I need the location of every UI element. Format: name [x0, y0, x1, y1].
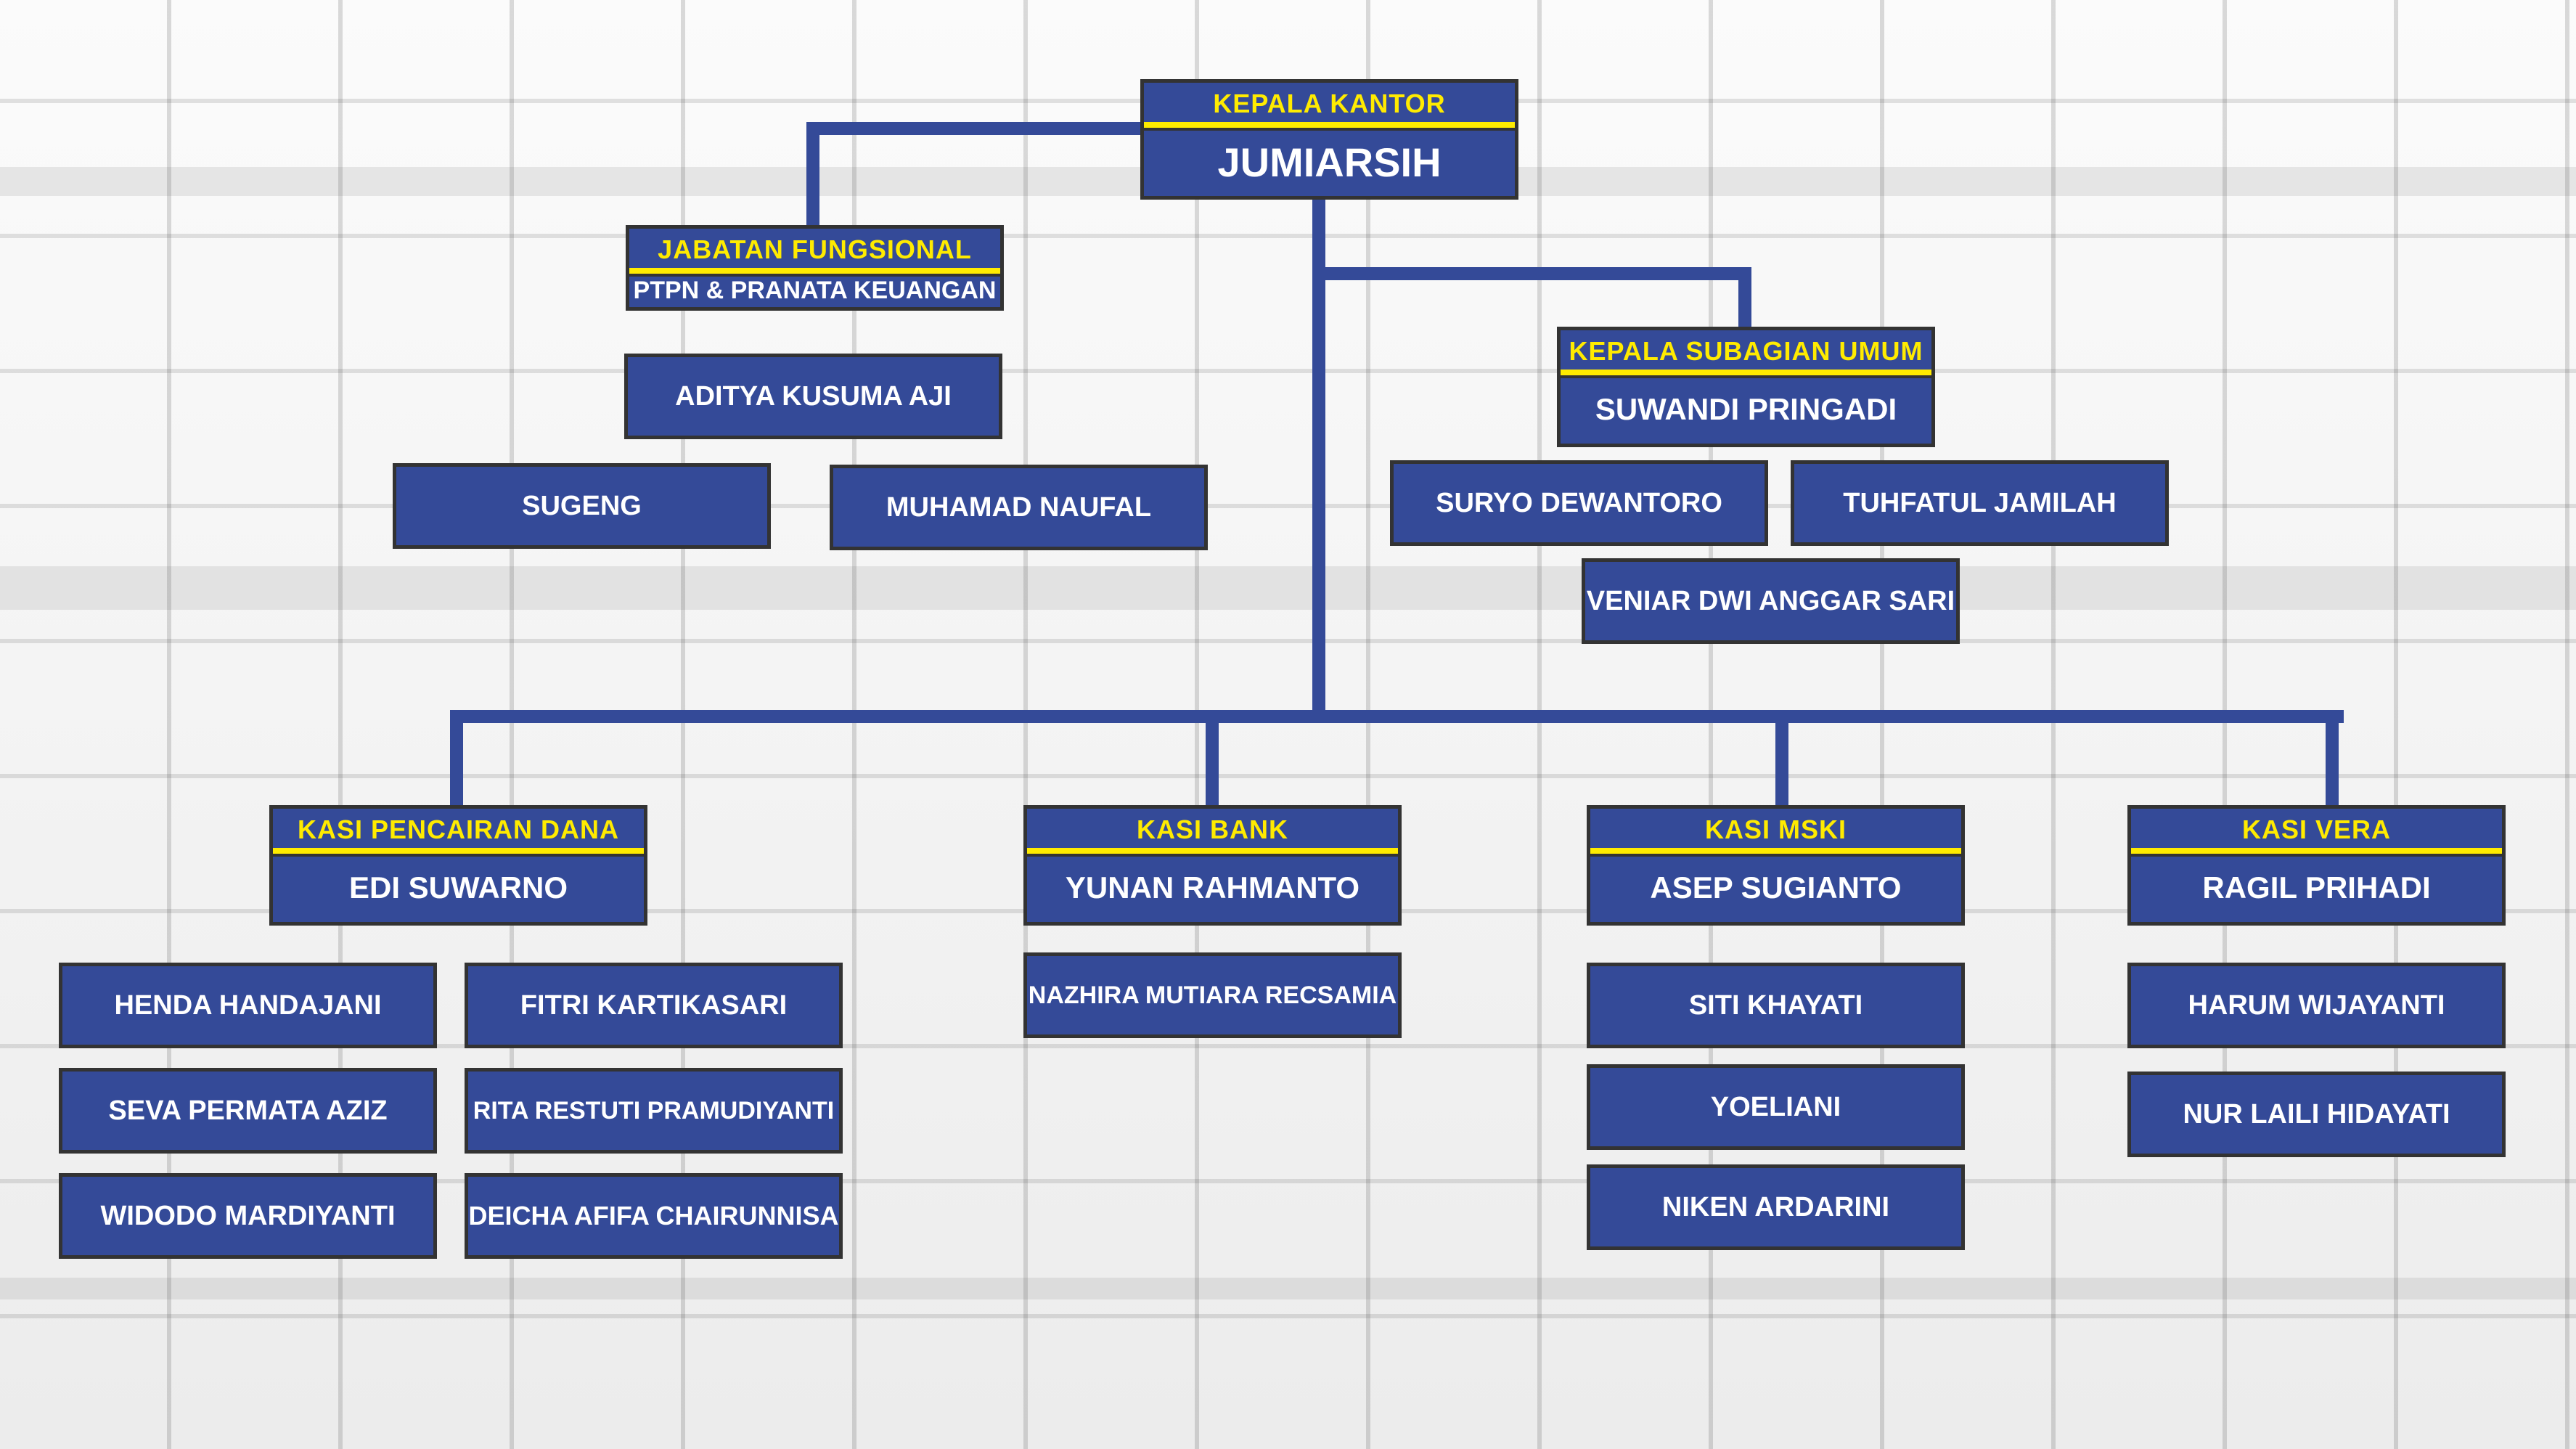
section-box-bank: KASI BANK YUNAN RAHMANTO: [1023, 805, 1402, 926]
staff-box: HENDA HANDAJANI: [59, 963, 437, 1048]
staff-box: TUHFATUL JAMILAH: [1791, 460, 2169, 546]
subagian-box: KEPALA SUBAGIAN UMUM SUWANDI PRINGADI: [1557, 327, 1935, 447]
staff-box: NAZHIRA MUTIARA RECSAMIA: [1023, 952, 1402, 1038]
section-name: YUNAN RAHMANTO: [1065, 870, 1360, 905]
fungsional-title: JABATAN FUNGSIONAL: [629, 229, 1000, 274]
section-box-mski: KASI MSKI ASEP SUGIANTO: [1587, 805, 1965, 926]
staff-box: FITRI KARTIKASARI: [465, 963, 843, 1048]
subagian-title: KEPALA SUBAGIAN UMUM: [1561, 330, 1931, 375]
staff-box: YOELIANI: [1587, 1064, 1965, 1150]
staff-box: NUR LAILI HIDAYATI: [2127, 1072, 2506, 1157]
connector-line: [1312, 267, 1751, 280]
connector-line: [2326, 710, 2339, 805]
section-title: KASI PENCAIRAN DANA: [273, 809, 644, 854]
section-box-pencairan-dana: KASI PENCAIRAN DANA EDI SUWARNO: [269, 805, 647, 926]
section-name: ASEP SUGIANTO: [1650, 870, 1902, 905]
connector-line: [1738, 267, 1751, 327]
staff-box: SURYO DEWANTORO: [1390, 460, 1768, 546]
section-title: KASI MSKI: [1590, 809, 1961, 854]
section-name: RAGIL PRIHADI: [2202, 870, 2431, 905]
fungsional-subtitle: PTPN & PRANATA KEUANGAN: [633, 276, 997, 304]
head-title: KEPALA KANTOR: [1144, 83, 1515, 128]
connector-line: [1206, 710, 1219, 805]
staff-box: SITI KHAYATI: [1587, 963, 1965, 1048]
staff-box: DEICHA AFIFA CHAIRUNNISA: [465, 1173, 843, 1259]
section-name: EDI SUWARNO: [348, 870, 568, 905]
staff-box: VENIAR DWI ANGGAR SARI: [1582, 558, 1960, 644]
connector-line: [1775, 710, 1788, 805]
section-box-vera: KASI VERA RAGIL PRIHADI: [2127, 805, 2506, 926]
connector-line: [1312, 199, 1325, 723]
subagian-name: SUWANDI PRINGADI: [1595, 392, 1897, 426]
head-name: JUMIARSIH: [1217, 139, 1442, 185]
connector-line: [450, 710, 463, 805]
staff-box: WIDODO MARDIYANTI: [59, 1173, 437, 1259]
background-building-sketch: [0, 566, 2576, 610]
section-title: KASI VERA: [2131, 809, 2502, 854]
background-building-sketch: [0, 1278, 2576, 1299]
staff-box: RITA RESTUTI PRAMUDIYANTI: [465, 1068, 843, 1154]
staff-box: MUHAMAD NAUFAL: [830, 465, 1208, 550]
staff-box: SUGENG: [393, 463, 771, 549]
connector-line: [806, 122, 819, 225]
staff-box: NIKEN ARDARINI: [1587, 1164, 1965, 1250]
section-title: KASI BANK: [1027, 809, 1398, 854]
connector-line: [806, 122, 1140, 135]
head-box: KEPALA KANTOR JUMIARSIH: [1140, 79, 1518, 200]
staff-box: HARUM WIJAYANTI: [2127, 963, 2506, 1048]
staff-box: ADITYA KUSUMA AJI: [624, 354, 1002, 439]
fungsional-box: JABATAN FUNGSIONAL PTPN & PRANATA KEUANG…: [626, 225, 1004, 311]
staff-box: SEVA PERMATA AZIZ: [59, 1068, 437, 1154]
connector-line: [450, 710, 2344, 723]
